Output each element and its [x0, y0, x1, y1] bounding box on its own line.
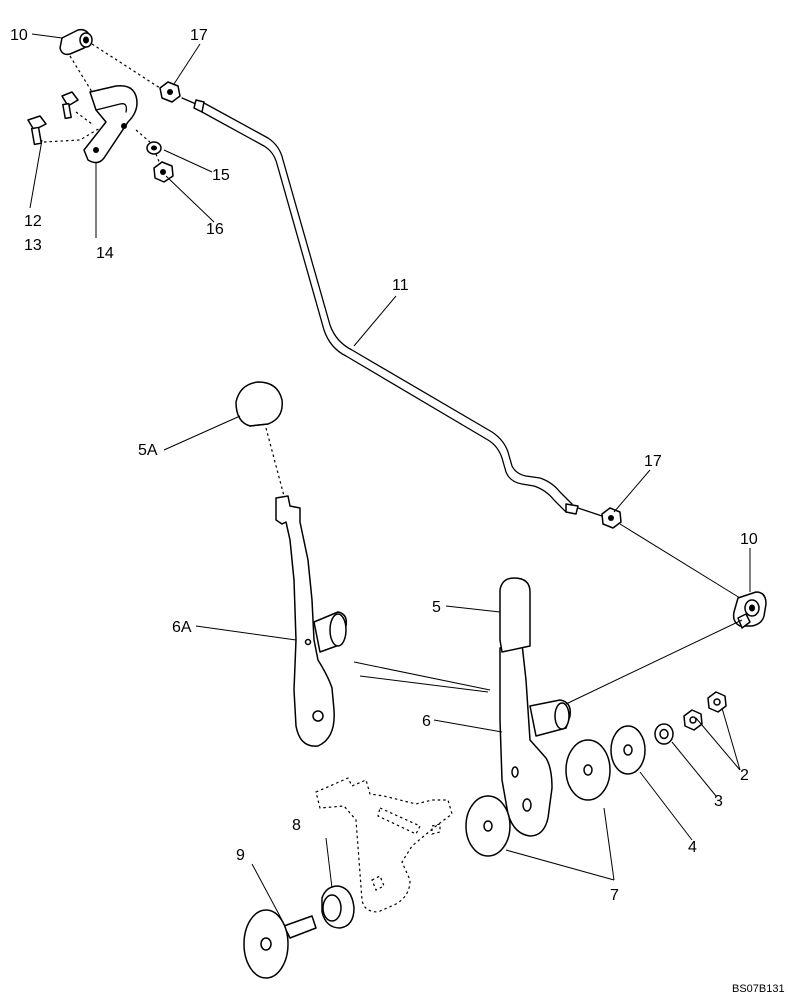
jam-nut-top [159, 81, 181, 103]
callout-17-top: 17 [190, 27, 208, 44]
callout-3: 3 [714, 793, 723, 810]
leader-dash-washer-nut [155, 153, 161, 165]
leader-dash-nut-clevis [619, 523, 741, 599]
nut-2b [707, 691, 727, 713]
bolt-lower [27, 115, 47, 146]
callout-10-top: 10 [10, 27, 28, 44]
lock-washer [146, 141, 162, 155]
guide-line-clevis [565, 619, 743, 705]
jam-nut-right [601, 507, 622, 529]
washer-7b [565, 739, 611, 801]
callout-5A: 5A [138, 442, 158, 459]
guide-line-lower [359, 675, 489, 693]
mounting-plate-phantom [315, 777, 453, 913]
callout-5: 5 [432, 599, 441, 616]
mounting-bracket [83, 84, 138, 164]
callout-11: 11 [392, 277, 409, 294]
callout-4: 4 [688, 839, 697, 856]
figure-code: BS07B131 [732, 983, 785, 995]
bolt-upper [61, 91, 79, 120]
leader-lines [29, 33, 751, 921]
hex-nut [153, 161, 174, 183]
knob-5A [235, 381, 283, 427]
washer-7a [465, 795, 511, 857]
cable-clevis-right [732, 591, 767, 629]
leader-dash-knob [265, 427, 285, 497]
washer-4 [610, 725, 646, 775]
grip-5 [499, 577, 531, 653]
bushing-8 [321, 885, 355, 929]
callout-17-right: 17 [644, 453, 662, 470]
callout-16: 16 [206, 221, 224, 238]
callout-13: 13 [24, 237, 42, 254]
nut-2a [683, 709, 703, 731]
callout-10-right: 10 [740, 531, 758, 548]
lock-washer-3 [654, 723, 674, 745]
guide-line-upper [353, 661, 491, 691]
lever-6A [275, 495, 348, 747]
callout-7: 7 [610, 887, 619, 904]
callout-2: 2 [740, 767, 749, 784]
callout-9: 9 [236, 847, 245, 864]
control-cable [181, 97, 603, 517]
leader-dash-clevis-nut [91, 43, 161, 89]
leader-dash-bolt2 [75, 111, 93, 125]
leader-dash-clevis-bracket [69, 55, 93, 93]
callout-6: 6 [422, 713, 431, 730]
lever-6 [499, 643, 572, 837]
callout-6A: 6A [172, 619, 192, 636]
leader-dash-bracket-nut [135, 129, 151, 143]
cable-clevis-top [59, 28, 93, 56]
pivot-pin-9 [243, 909, 317, 979]
leader-dash-bolt [43, 127, 101, 143]
callout-8: 8 [292, 817, 301, 834]
callout-14: 14 [96, 245, 114, 262]
callout-15: 15 [212, 167, 230, 184]
callout-12: 12 [24, 213, 42, 230]
